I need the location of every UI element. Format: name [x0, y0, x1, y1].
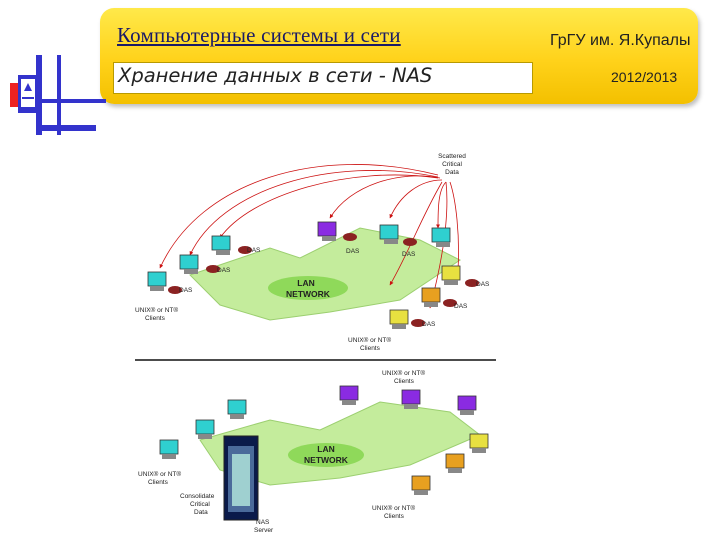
- consolidated-label-2: Critical: [190, 501, 210, 508]
- computer-top-5: [379, 224, 417, 246]
- scattered-label-3: Data: [445, 169, 459, 176]
- computer-bottom-3: [159, 439, 179, 459]
- arrow-5: [389, 179, 443, 219]
- das-label-7: DAS: [454, 303, 468, 310]
- nas-server: [223, 435, 259, 521]
- lan-core-top: [268, 276, 348, 300]
- logo-icon: [10, 55, 106, 135]
- nas-server-label-1: NAS: [256, 519, 270, 526]
- computer-bottom-4: [339, 385, 359, 405]
- clients-bottom-top-2: Clients: [360, 345, 381, 352]
- clients-left-bottom-1: UNIX® or NT®: [138, 470, 181, 478]
- das-label-3: DAS: [179, 287, 193, 294]
- computer-bottom-6: [457, 395, 477, 415]
- computer-top-8: [421, 287, 457, 307]
- arrow-6: [436, 181, 447, 229]
- clients-bottom-bottom-2: Clients: [384, 513, 405, 520]
- clients-bottom-bottom-1: UNIX® or NT®: [372, 504, 415, 512]
- lan-label-top-2: NETWORK: [286, 289, 331, 299]
- clients-bottom-top-1: UNIX® or NT®: [348, 336, 391, 344]
- computer-top-2: [179, 254, 220, 274]
- scattered-label-1: Scattered: [438, 153, 466, 160]
- computer-bottom-5: [401, 389, 421, 409]
- computer-top-3: [147, 271, 182, 294]
- consolidated-label-3: Data: [194, 509, 208, 516]
- arrow-4: [329, 175, 441, 219]
- arrow-1: [159, 164, 439, 269]
- computer-bottom-7: [469, 433, 489, 453]
- page-title: Компьютерные системы и сети: [117, 23, 401, 47]
- lan-label-top-1: LAN: [297, 278, 314, 288]
- arrow-3: [219, 174, 439, 239]
- computer-bottom-2: [195, 419, 215, 439]
- computer-top-6: [431, 227, 451, 247]
- arrow-7: [449, 181, 461, 271]
- das-label-5: DAS: [402, 251, 416, 258]
- lan-label-bottom-2: NETWORK: [304, 455, 349, 465]
- nas-server-label-2: Server: [254, 527, 274, 534]
- lan-shape-top: [189, 227, 461, 321]
- das-label-8: DAS: [422, 321, 436, 328]
- das-label-2: DAS: [217, 267, 231, 274]
- computer-bottom-9: [411, 475, 431, 495]
- clients-left-top-2: Clients: [145, 315, 166, 322]
- arrow-9: [389, 181, 443, 286]
- clients-top-bottom-1: UNIX® or NT®: [382, 369, 425, 377]
- page-subtitle: Хранение данных в сети - NAS: [118, 64, 433, 87]
- clients-left-bottom-2: Clients: [148, 479, 169, 486]
- das-label-1: DAS: [247, 247, 261, 254]
- arrow-2: [189, 170, 439, 256]
- clients-left-top-1: UNIX® or NT®: [135, 306, 178, 314]
- nas-diagram: LAN NETWORK Scattered Critical Data DAS …: [135, 153, 496, 534]
- das-label-6: DAS: [476, 281, 490, 288]
- academic-year: 2012/2013: [611, 69, 678, 85]
- scattered-label-2: Critical: [442, 161, 462, 168]
- lan-label-bottom-1: LAN: [317, 444, 334, 454]
- subtitle-box: [113, 62, 533, 94]
- top-network: LAN NETWORK: [189, 227, 461, 321]
- consolidated-label-1: Consolidate: [180, 493, 215, 500]
- computer-bottom-8: [445, 453, 465, 473]
- university-name: ГрГУ им. Я.Купалы: [550, 32, 691, 49]
- computer-top-7: [441, 265, 479, 287]
- lan-core-bottom: [288, 443, 364, 467]
- computer-top-9: [389, 309, 425, 329]
- das-label-4: DAS: [346, 248, 360, 255]
- clients-top-bottom-2: Clients: [394, 378, 415, 385]
- computer-top-1: [211, 235, 252, 255]
- computer-top-4: [317, 221, 357, 241]
- computer-bottom-1: [227, 399, 247, 419]
